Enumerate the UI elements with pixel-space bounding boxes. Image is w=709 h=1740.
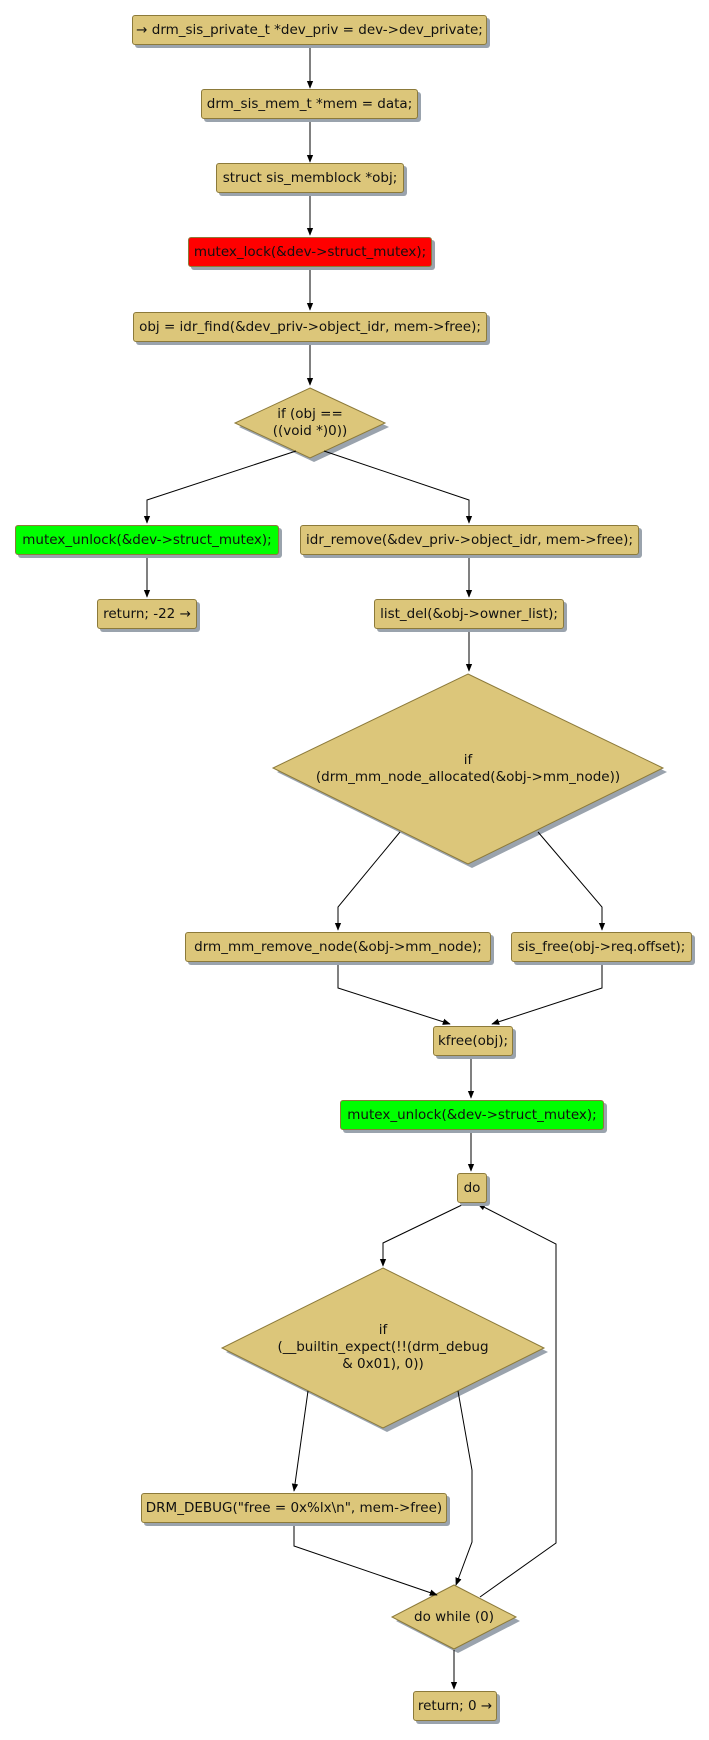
edge-n11-n12 [491,962,603,1025]
edges [143,45,606,1690]
stmt-mutex-unlock-early: mutex_unlock(&dev->struct_mutex); [15,525,279,555]
decision-mm-node-allocated [271,673,667,868]
stmt-sis-free: sis_free(obj->req.offset); [511,932,692,962]
edge-d2-n10 [334,831,401,931]
edge-n15-d4 [293,1522,438,1596]
stmt-kfree: kfree(obj); [433,1026,513,1056]
stmt-mutex-unlock: mutex_unlock(&dev->struct_mutex); [340,1100,604,1130]
decision-builtin-expect [220,1267,548,1432]
label-decision-do-while: do while (0) [414,1609,494,1625]
stmt-drm-debug: DRM_DEBUG("free = 0x%lx\n", mem->free) [141,1493,447,1523]
edge-d3-d4 [455,1390,473,1586]
stmt-return-minus-22: return; -22 → [97,599,197,629]
stmt-idr-find: obj = idr_find(&dev_priv->object_idr, me… [133,312,487,342]
label-decision-mm-node-allocated: if (drm_mm_node_allocated(&obj->mm_node)… [315,752,621,785]
decision-obj-null [233,387,389,462]
stmt-dev-priv-decl: → drm_sis_private_t *dev_priv = dev->dev… [132,15,487,45]
stmt-list-del: list_del(&obj->owner_list); [374,599,564,629]
stmt-drm-mm-remove-node: drm_mm_remove_node(&obj->mm_node); [185,932,491,962]
edge-d4-n14 [477,1203,557,1598]
stmt-do: do [457,1173,487,1203]
stmt-return-0: return; 0 → [413,1691,497,1721]
stmt-mutex-lock: mutex_lock(&dev->struct_mutex); [188,237,432,267]
edge-d2-n11 [537,831,606,931]
edge-d3-n15 [291,1390,309,1492]
label-decision-builtin-expect: if (__builtin_expect(!!(drm_debug & 0x01… [277,1322,489,1372]
stmt-mem-decl: drm_sis_mem_t *mem = data; [201,89,418,119]
edge-n10-n12 [337,962,451,1025]
decision-do-while [390,1584,520,1653]
stmt-idr-remove: idr_remove(&dev_priv->object_idr, mem->f… [300,525,639,555]
edge-d1-n6 [143,450,297,524]
label-decision-obj-null: if (obj == ((void *)0)) [272,406,348,439]
stmt-obj-decl: struct sis_memblock *obj; [216,163,404,193]
edge-d1-n8 [323,450,473,524]
edge-n14-d3 [379,1202,467,1267]
